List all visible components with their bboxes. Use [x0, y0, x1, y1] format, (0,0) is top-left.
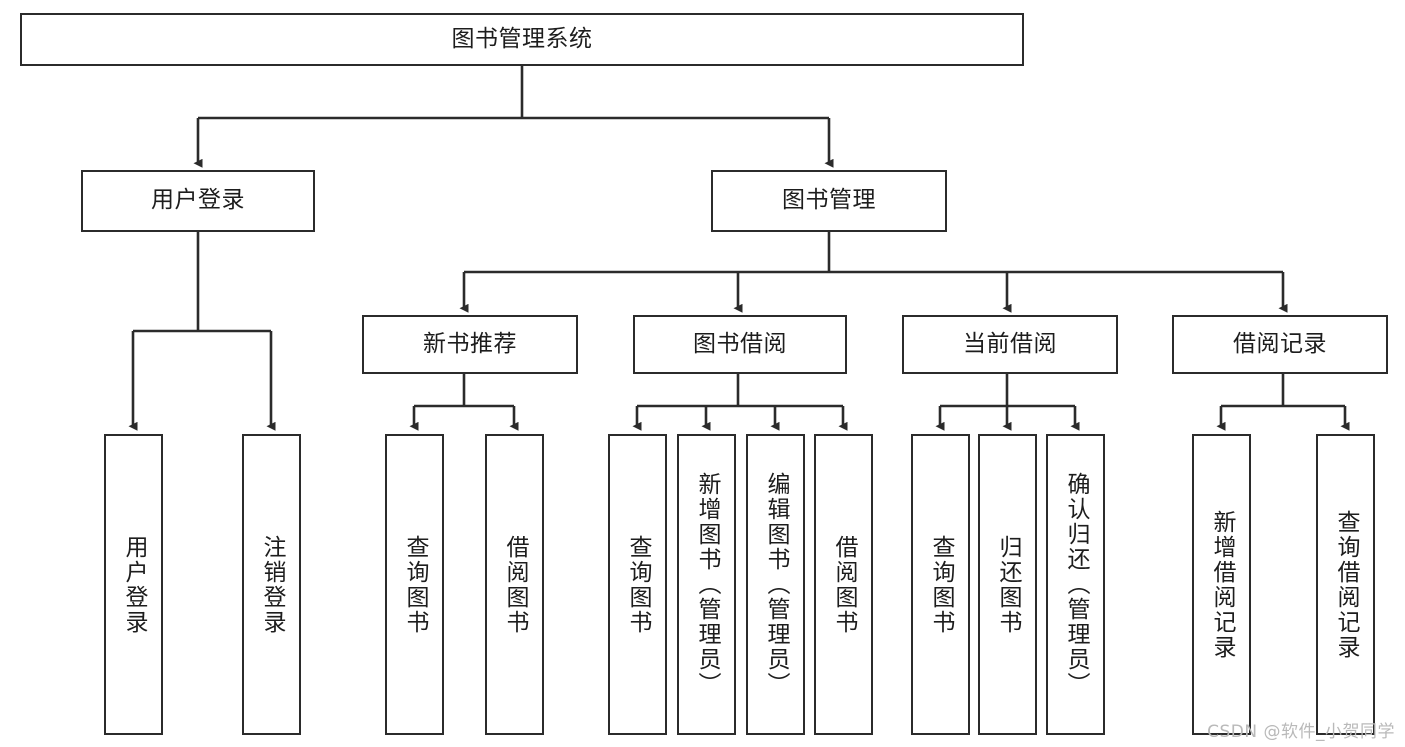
node-borrow-record[interactable]: 借阅记录: [1172, 315, 1388, 374]
node-label: 新增图书（管理员）: [694, 472, 720, 697]
leaf-book-borrow-edit-book-admin[interactable]: 编辑图书（管理员）: [746, 434, 805, 735]
node-label: 用户登录: [121, 534, 147, 635]
leaf-user-login-signin[interactable]: 用户登录: [104, 434, 163, 735]
node-label: 查询图书: [402, 534, 428, 635]
node-label: 图书管理系统: [451, 25, 593, 52]
node-new-book-recommend[interactable]: 新书推荐: [362, 315, 578, 374]
leaf-book-borrow-query-books[interactable]: 查询图书: [608, 434, 667, 735]
leaf-book-borrow-add-book-admin[interactable]: 新增图书（管理员）: [677, 434, 736, 735]
node-label: 确认归还（管理员）: [1063, 472, 1089, 697]
watermark-text: CSDN @软件_小贺同学: [1207, 722, 1395, 742]
node-label: 查询借阅记录: [1333, 509, 1359, 660]
node-label: 当前借阅: [963, 330, 1057, 357]
leaf-user-login-signout[interactable]: 注销登录: [242, 434, 301, 735]
leaf-borrow-record-add-record[interactable]: 新增借阅记录: [1192, 434, 1251, 735]
node-label: 新书推荐: [423, 330, 517, 357]
node-root-book-management-system[interactable]: 图书管理系统: [20, 13, 1024, 66]
node-book-management[interactable]: 图书管理: [711, 170, 947, 232]
node-label: 归还图书: [995, 534, 1021, 635]
node-label: 用户登录: [151, 187, 245, 214]
node-book-borrow[interactable]: 图书借阅: [633, 315, 847, 374]
leaf-new-book-query-books[interactable]: 查询图书: [385, 434, 444, 735]
leaf-book-borrow-borrow-books[interactable]: 借阅图书: [814, 434, 873, 735]
node-label: 编辑图书（管理员）: [763, 472, 789, 697]
leaf-borrow-record-query-record[interactable]: 查询借阅记录: [1316, 434, 1375, 735]
node-label: 借阅记录: [1233, 330, 1327, 357]
node-current-borrow[interactable]: 当前借阅: [902, 315, 1118, 374]
node-label: 查询图书: [928, 534, 954, 635]
node-label: 借阅图书: [831, 534, 857, 635]
node-label: 借阅图书: [502, 534, 528, 635]
node-user-login[interactable]: 用户登录: [81, 170, 315, 232]
node-label: 注销登录: [259, 534, 285, 635]
node-label: 图书借阅: [693, 330, 787, 357]
leaf-current-borrow-confirm-return-admin[interactable]: 确认归还（管理员）: [1046, 434, 1105, 735]
leaf-current-borrow-query-books[interactable]: 查询图书: [911, 434, 970, 735]
node-label: 图书管理: [782, 187, 876, 214]
node-label: 查询图书: [625, 534, 651, 635]
leaf-current-borrow-return-books[interactable]: 归还图书: [978, 434, 1037, 735]
node-label: 新增借阅记录: [1209, 509, 1235, 660]
leaf-new-book-borrow-books[interactable]: 借阅图书: [485, 434, 544, 735]
